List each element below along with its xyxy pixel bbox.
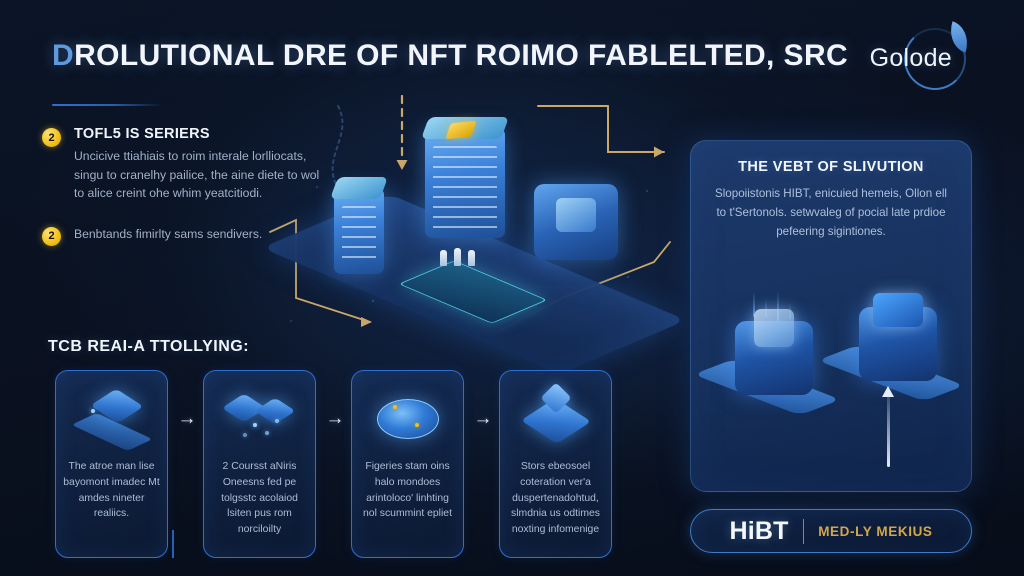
isometric-vault-pair: [691, 291, 971, 486]
flow-card-text: Figeries stam oins halo mondoes arintolo…: [363, 461, 452, 520]
laptop-coin-icon: [70, 387, 153, 451]
flow-card-4[interactable]: Stors ebeosoel coteration ver'a dusperte…: [499, 370, 612, 558]
section-heading: TCB REAI-A TTOLLYING:: [48, 338, 250, 355]
bullet-marker-icon: 2: [42, 128, 61, 147]
hibt-wordmark: HiBT: [729, 516, 789, 545]
hibt-subtitle: MED-LY MEKIUS: [818, 523, 933, 539]
header: DROLUTIONAL DRE OF NFT ROIMO FABLELTED, …: [0, 0, 1024, 108]
flow-connector-line: [172, 530, 174, 558]
tower-rack-lines: [433, 146, 497, 230]
shattered-blocks-icon: [221, 387, 297, 449]
bullet-marker-icon: 2: [42, 226, 61, 246]
flow-card-2[interactable]: 2 Coursst aNiris Oneesns fed pe tolgsstc…: [203, 370, 316, 558]
panel-body-text: Slopoiistonis HIBT, enicuied hemeis, Oll…: [715, 187, 947, 238]
vault-right-glass: [873, 293, 923, 327]
solution-panel: THE VEBT OF SLIVUTION Slopoiistonis HIBT…: [690, 140, 972, 492]
vault-cube: [534, 184, 618, 260]
page-title-rest: ROLUTIONAL DRE OF NFT ROIMO FABLELTED, S…: [74, 39, 849, 72]
bullet-item-1: 2 TOFL5 IS SERIERS Uncicive ttiahiais to…: [40, 126, 332, 203]
vault-face-icon: [556, 198, 596, 232]
left-column: 2 TOFL5 IS SERIERS Uncicive ttiahiais to…: [40, 126, 332, 259]
secure-cube-icon: [519, 382, 593, 449]
panel-heading: THE VEBT OF SLIVUTION: [738, 159, 924, 175]
flow-arrow-2: →: [325, 408, 345, 429]
server-tower-large: [420, 117, 510, 238]
bullet-item-2: 2 Benbtands fimirlty sams sendivers.: [40, 225, 332, 246]
flow-arrow-1: →: [177, 408, 197, 429]
page-title: DROLUTIONAL DRE OF NFT ROIMO FABLELTED, …: [52, 39, 848, 73]
mini-figure: [454, 248, 461, 266]
bullet-body: Benbtands fimirlty sams sendivers.: [74, 226, 263, 241]
flow-card-text: Stors ebeosoel coteration ver'a dusperte…: [511, 461, 600, 536]
tower-rack-lines: [342, 206, 376, 266]
flow-card-text: 2 Coursst aNiris Oneesns fed pe tolgsstc…: [221, 461, 298, 536]
isometric-blockchain-platform: [261, 92, 687, 375]
network-disc-icon: [371, 387, 445, 449]
bullet-heading: TOFL5 IS SERIERS: [74, 126, 210, 142]
vault-right: [859, 293, 937, 381]
bullet-body: Uncicive ttiahiais to roim interale lorl…: [74, 149, 320, 201]
flow-card-3[interactable]: Figeries stam oins halo mondoes arintolo…: [351, 370, 464, 558]
mini-figure: [468, 250, 475, 266]
flow-arrow-3: →: [473, 408, 493, 429]
leaf-circle-icon: [904, 28, 966, 90]
brand-logo[interactable]: Golode: [844, 21, 994, 90]
vault-left-glass: [754, 309, 794, 347]
server-tower-small: [329, 177, 389, 274]
tower-top-face: [329, 177, 389, 199]
badge-divider: [802, 518, 805, 544]
flow-card-text: The atroe man lise bayomont imadec Mt am…: [63, 461, 160, 520]
page-title-initial: D: [52, 39, 75, 72]
flow-card-1[interactable]: The atroe man lise bayomont imadec Mt am…: [55, 370, 168, 558]
title-divider: [52, 104, 162, 106]
upward-arrow-icon: [882, 386, 894, 467]
brand-name: Golode: [869, 44, 952, 72]
flow-card-row: The atroe man lise bayomont imadec Mt am…: [55, 370, 655, 560]
hibt-brand-badge[interactable]: HiBT MED-LY MEKIUS: [690, 509, 972, 553]
vault-left: [735, 309, 813, 395]
mini-figure: [440, 250, 447, 266]
